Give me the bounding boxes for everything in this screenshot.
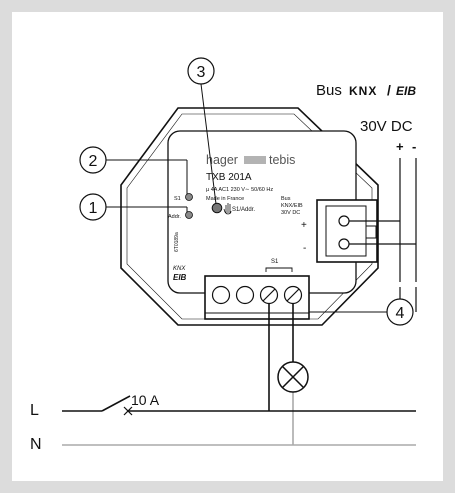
hand-icon [223, 203, 232, 215]
terminal-3-screw-slot [262, 288, 276, 302]
fuse-label: 10 A [131, 392, 160, 408]
output-s1-label: S1 [271, 259, 279, 265]
bus-minus-sign: - [412, 139, 416, 154]
bus-terminal-minus-screw [338, 238, 350, 250]
output-terminal-1 [211, 285, 231, 305]
callout-3-leader [200, 83, 217, 205]
switch-contact [101, 395, 131, 412]
bus-terminal-plus-screw [338, 215, 350, 227]
device-bus-label-2: KNX/EIB [281, 203, 303, 209]
led-addr-label: Addr. [168, 214, 181, 220]
led-s1-label: S1 [174, 196, 181, 202]
made-in-text: Made in France [206, 196, 244, 202]
bus-slash: / [387, 82, 391, 98]
button-label: S1/Addr. [232, 207, 255, 213]
led-s1 [185, 193, 193, 201]
output-terminal-2 [235, 285, 255, 305]
callout-2-label: 2 [89, 153, 98, 170]
bus-voltage: 30V DC [360, 118, 413, 135]
terminal-4-screw-slot [286, 288, 300, 302]
model-number: TXB 201A [206, 172, 252, 183]
bus-brand-eib: EIB [396, 84, 416, 98]
led-addr [185, 211, 193, 219]
eib-small-logo: EIB [173, 273, 187, 282]
callout-1-label: 1 [89, 200, 98, 217]
terminal-minus-label: - [303, 243, 306, 254]
s1-addr-button[interactable] [211, 202, 223, 214]
line-label: L [30, 402, 39, 419]
serial-number: 6T0189a [174, 232, 180, 252]
bus-brand-knx: KNX [349, 84, 377, 98]
neutral-label: N [30, 436, 42, 453]
brand-tebis: tebis [269, 153, 295, 167]
callout-4-label: 4 [396, 305, 405, 322]
device-bus-label-3: 30V DC [281, 210, 300, 216]
rating-text: µ 4A AC1 230 V∼ 50/60 Hz [206, 187, 273, 193]
device-bus-label-1: Bus [281, 196, 291, 202]
callout-3-label: 3 [197, 64, 206, 81]
relay-contact-symbol [265, 267, 293, 272]
bus-terminal-tab [365, 225, 377, 239]
brand-hager: hager [206, 153, 238, 167]
lamp-cross-b [281, 365, 305, 389]
bus-plus-sign: + [396, 139, 404, 154]
knx-small-logo: KNX [173, 266, 186, 272]
bus-prefix: Bus [316, 82, 342, 99]
brand-logo-bar [244, 156, 266, 164]
terminal-plus-label: + [301, 220, 307, 231]
